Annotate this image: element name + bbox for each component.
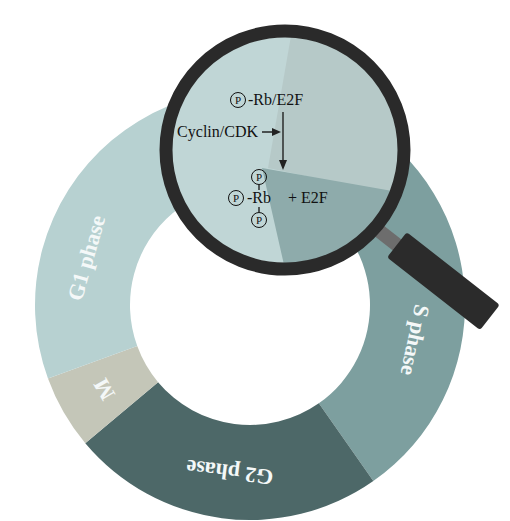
phase-label: M	[90, 375, 119, 404]
phase-label: S phase	[396, 303, 432, 378]
phase-label: G1 phase	[64, 213, 109, 303]
phosphate-mark: P	[251, 212, 267, 228]
band-fill	[85, 382, 373, 520]
phosphate-mark: P	[230, 92, 246, 108]
phosphate-mark: P	[251, 169, 267, 185]
pathway-label: -Rb/E2F	[248, 92, 303, 108]
magnifier-handle	[368, 217, 500, 330]
lens-view	[160, 25, 420, 300]
phosphate-mark: P	[228, 190, 244, 206]
pathway-label: -Rb	[247, 190, 271, 206]
phase-label: G2 phase	[185, 455, 274, 487]
band-fill	[48, 346, 158, 443]
pathway-label: + E2F	[288, 190, 328, 206]
pathway-label: Cyclin/CDK	[177, 124, 258, 140]
